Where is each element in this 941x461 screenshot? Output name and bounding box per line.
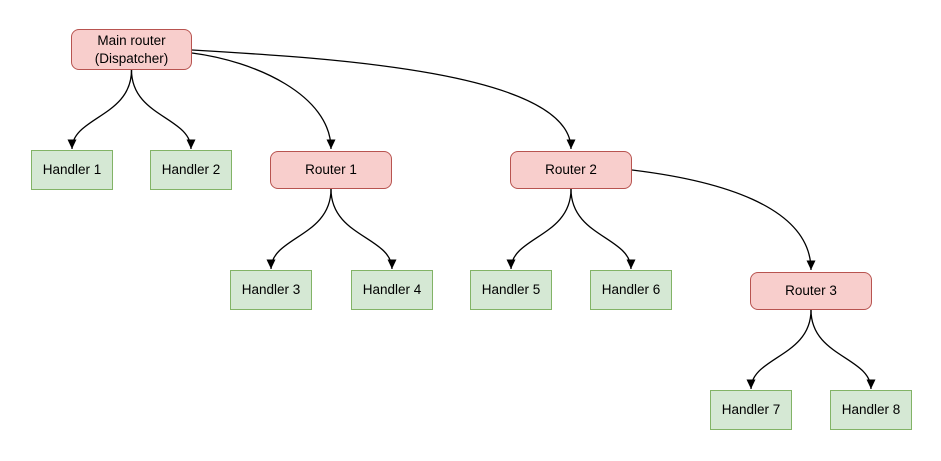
node-handler-6: Handler 6 <box>590 270 672 310</box>
node-handler-5: Handler 5 <box>470 270 552 310</box>
node-handler-4: Handler 4 <box>351 270 433 310</box>
edge-router3-to-handler8 <box>810 309 876 390</box>
node-handler-7: Handler 7 <box>710 390 792 430</box>
edge-router1-to-handler4 <box>330 188 397 270</box>
node-handler-8: Handler 8 <box>830 390 912 430</box>
edge-router3-to-handler7 <box>746 309 812 390</box>
edge-router2-to-handler5 <box>506 188 572 270</box>
node-handler-1: Handler 1 <box>31 150 113 190</box>
edge-router2-to-router3 <box>631 169 816 271</box>
node-router-2: Router 2 <box>510 151 632 189</box>
node-router-1: Router 1 <box>270 151 392 189</box>
node-main-router: Main router (Dispatcher) <box>71 29 192 70</box>
node-router-3: Router 3 <box>750 272 872 310</box>
edge-main-to-handler2 <box>130 69 196 150</box>
edge-main-to-handler1 <box>67 69 133 150</box>
edge-main-to-router1 <box>191 52 336 150</box>
edge-router2-to-handler6 <box>570 188 636 270</box>
edge-router1-to-handler3 <box>266 188 332 270</box>
node-handler-2: Handler 2 <box>150 150 232 190</box>
edge-main-to-router2 <box>191 49 576 150</box>
node-handler-3: Handler 3 <box>230 270 312 310</box>
